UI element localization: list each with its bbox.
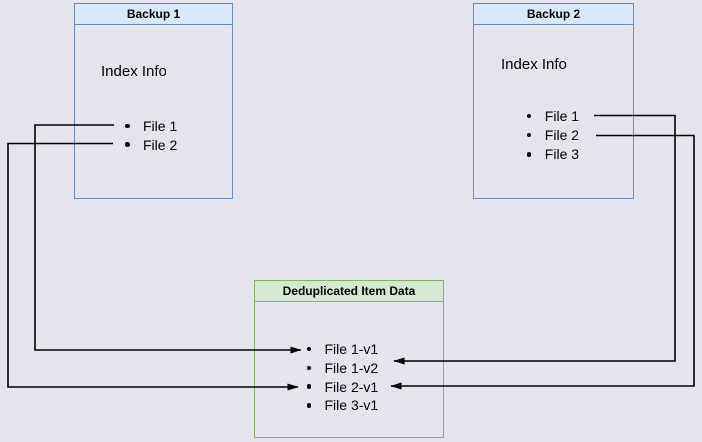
- backup2-file-list: File 1 File 2 File 3: [526, 106, 580, 164]
- bullet-icon: [306, 346, 311, 352]
- file-label: File 2: [143, 136, 178, 153]
- list-item: File 2: [526, 126, 580, 145]
- backup2-box: Backup 2 Index Info File 1 File 2 File 3: [473, 3, 634, 199]
- file-label: File 1-v2: [324, 359, 379, 376]
- bullet-icon: [306, 403, 311, 408]
- dedup-file-list: File 1-v1 File 1-v2 File 2-v1 File 3-v1: [306, 340, 379, 415]
- file-label: File 1-v1: [324, 340, 379, 357]
- list-item: File 1: [526, 106, 580, 125]
- file-label: File 1: [143, 118, 178, 135]
- list-item: File 3-v1: [306, 396, 379, 415]
- deduplicated-item-data-box: Deduplicated Item Data File 1-v1 File 1-…: [254, 280, 444, 438]
- file-label: File 2-v1: [324, 378, 379, 395]
- dedup-title: Deduplicated Item Data: [255, 281, 443, 302]
- backup1-file-list: File 1 File 2: [125, 117, 177, 154]
- file-label: File 3: [544, 146, 580, 163]
- bullet-icon: [306, 384, 311, 389]
- file-label: File 1: [544, 107, 580, 124]
- bullet-icon: [125, 123, 130, 129]
- bullet-icon: [526, 132, 532, 138]
- list-item: File 3: [526, 145, 580, 164]
- list-item: File 1-v2: [306, 358, 379, 377]
- bullet-icon: [306, 365, 311, 371]
- backup2-title: Backup 2: [474, 4, 633, 25]
- list-item: File 1: [125, 117, 177, 136]
- backup2-index-info-label: Index Info: [501, 55, 567, 73]
- file-label: File 3-v1: [324, 397, 379, 414]
- backup1-title: Backup 1: [75, 4, 232, 25]
- list-item: File 2-v1: [306, 377, 379, 396]
- bullet-icon: [526, 152, 532, 157]
- file-label: File 2: [544, 127, 580, 144]
- bullet-icon: [526, 113, 532, 119]
- backup1-box: Backup 1 Index Info File 1 File 2: [74, 3, 233, 199]
- bullet-icon: [125, 142, 130, 147]
- list-item: File 2: [125, 135, 177, 154]
- backup1-index-info-label: Index Info: [101, 62, 167, 80]
- list-item: File 1-v1: [306, 340, 379, 359]
